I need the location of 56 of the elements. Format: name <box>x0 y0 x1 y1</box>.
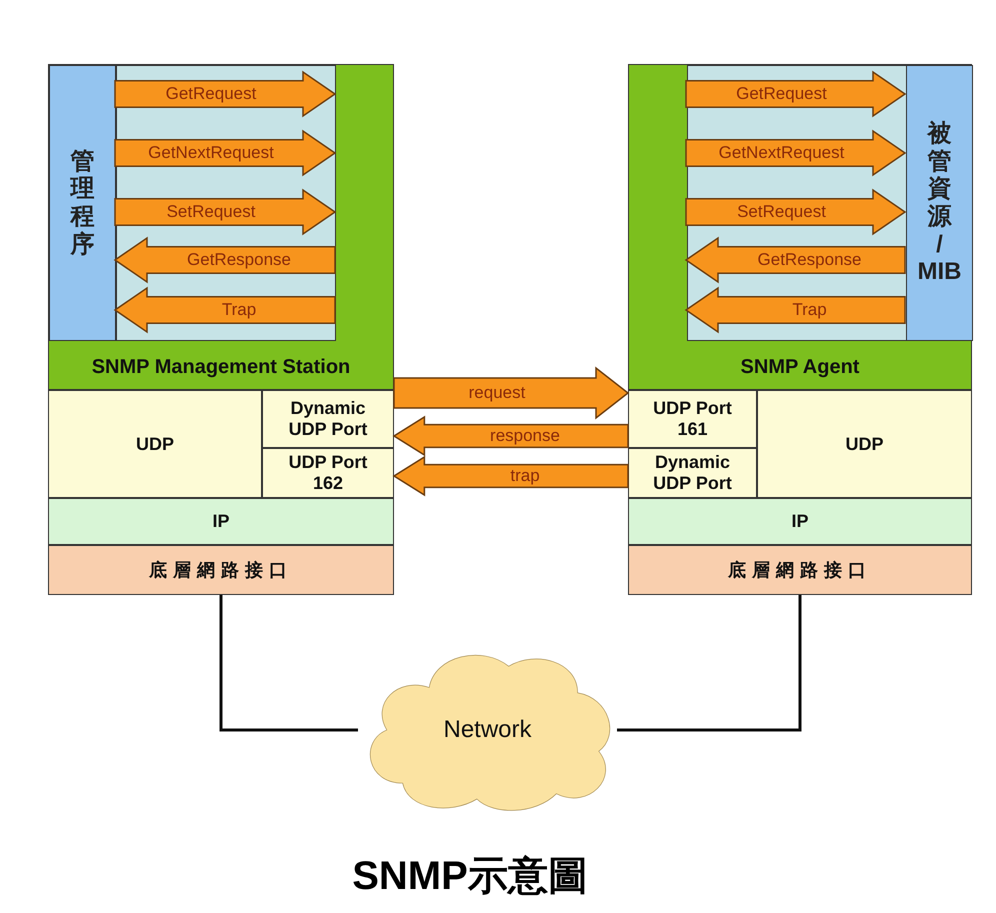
block-arrow <box>114 188 336 236</box>
block-arrow <box>114 130 336 176</box>
edge-label: request <box>468 383 526 403</box>
band-label: 管理程序 <box>70 148 94 258</box>
edge-label: GetResponse <box>758 250 862 270</box>
protocol-layer <box>48 545 394 595</box>
edge-label: GetRequest <box>736 84 827 104</box>
layer-label: UDP Port 162 <box>288 452 368 494</box>
side-band <box>49 65 116 341</box>
layer-label: IP <box>791 511 808 532</box>
cloud-label: Network <box>443 716 532 744</box>
block-arrow <box>392 416 629 456</box>
edge-label: Trap <box>792 300 827 320</box>
block-arrow <box>392 456 629 496</box>
edge-label: response <box>490 426 560 446</box>
connector-line <box>617 595 802 732</box>
layer-label: UDP Port 161 <box>652 398 733 440</box>
protocol-layer <box>628 545 972 595</box>
layer-label: UDP <box>845 434 884 454</box>
block-arrow <box>685 70 906 118</box>
protocol-layer <box>628 390 757 448</box>
block-arrow <box>685 188 906 236</box>
edge-label: Trap <box>222 300 256 320</box>
layer-label: UDP <box>136 434 174 454</box>
block-arrow <box>114 236 336 284</box>
protocol-layer <box>628 448 757 498</box>
layer-label: Dynamic UDP Port <box>652 452 733 494</box>
block-arrow <box>685 130 906 176</box>
protocol-layer <box>628 498 972 545</box>
edge-label: GetRequest <box>166 84 256 104</box>
block-arrow <box>684 236 906 284</box>
side-band <box>906 65 973 341</box>
edge-label: SetRequest <box>737 202 826 222</box>
layer-label: 底層網路接口 <box>149 559 293 582</box>
protocol-layer <box>48 390 262 498</box>
edge-label: GetNextRequest <box>718 143 844 163</box>
protocol-layer <box>48 498 394 545</box>
protocol-layer <box>262 390 394 448</box>
edge-label: SetRequest <box>166 202 256 222</box>
block-arrow <box>393 366 630 420</box>
protocol-layer <box>262 448 394 498</box>
band-label: 被管資源 / MIB <box>918 120 962 286</box>
protocol-layer <box>757 390 972 498</box>
edge-label: GetResponse <box>187 250 291 270</box>
caption: SNMP示意圖 <box>351 853 589 900</box>
block-arrow <box>114 70 336 118</box>
edge-label: GetNextRequest <box>148 143 274 163</box>
layer-label: 底層網路接口 <box>728 559 872 582</box>
panel-title: SNMP Management Station <box>92 356 350 379</box>
panel-title: SNMP Agent <box>740 356 860 379</box>
block-arrow <box>684 286 906 334</box>
block-arrow <box>114 286 336 334</box>
edge-label: trap <box>510 466 540 486</box>
layer-label: IP <box>212 511 230 532</box>
connector-line <box>220 595 358 732</box>
layer-label: Dynamic UDP Port <box>288 398 368 440</box>
